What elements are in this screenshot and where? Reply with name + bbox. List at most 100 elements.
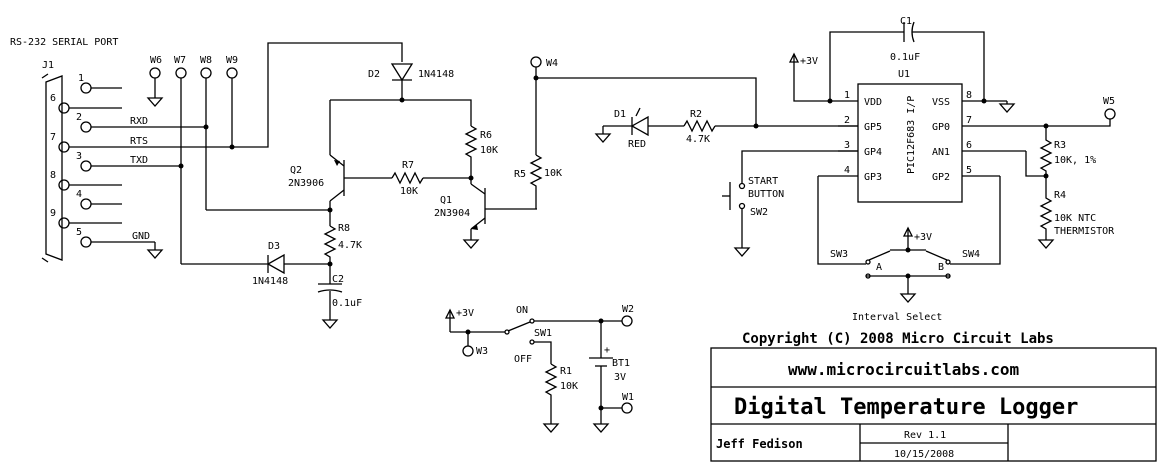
j1-pin-label: 2 (76, 112, 82, 123)
d2-rail (330, 99, 472, 126)
c1-left-wire (829, 31, 904, 101)
sw1-on-contact (529, 318, 535, 324)
sw4-contact (945, 259, 951, 265)
q2-collector (329, 189, 345, 202)
q1-emitter (470, 217, 486, 230)
rts-to-d2-wire (232, 42, 403, 148)
j1-pin-label: 4 (76, 189, 82, 200)
w5-label: W5 (1103, 96, 1115, 107)
u1-pin-name: GP4 (864, 147, 882, 158)
q1-value: 2N3904 (434, 208, 470, 219)
r8-resistor-icon (323, 225, 337, 264)
c2-value: 0.1uF (332, 298, 362, 309)
r6-ref: R6 (480, 130, 492, 141)
w8-testpoint-icon (200, 67, 212, 79)
d1-ref: D1 (614, 109, 626, 120)
rts-label: RTS (130, 136, 148, 147)
r5-value: 10K (544, 168, 562, 179)
ground-icon (146, 242, 164, 259)
c2-plate2-icon (317, 289, 343, 293)
r2-resistor-icon (683, 119, 716, 133)
ground-icon (321, 319, 339, 329)
plus3v-label: +3V (456, 308, 474, 319)
ground-icon (542, 423, 560, 433)
c2-ref: C2 (332, 274, 344, 285)
ground-icon (1037, 239, 1055, 249)
u1-pin-name: GP5 (864, 122, 882, 133)
u1-pin-num: 4 (844, 165, 850, 176)
ground-icon (899, 293, 917, 303)
q1-arrow-icon (471, 225, 478, 230)
sw2-ref: SW2 (750, 207, 768, 218)
w4-label: W4 (546, 58, 558, 69)
sw1-off-contact (529, 339, 535, 345)
r7-ref: R7 (402, 160, 414, 171)
d2-diode-icon (390, 63, 414, 82)
r2-value: 4.7K (686, 134, 710, 145)
u1-chip (857, 83, 963, 203)
r1-resistor-icon (544, 363, 558, 424)
r3-ref: R3 (1054, 140, 1066, 151)
bt1-value: 3V (614, 372, 626, 383)
gp3-wire (817, 176, 866, 265)
sw2-contact (738, 182, 746, 190)
sw1-ref: SW1 (534, 328, 552, 339)
c1-value: 0.1uF (890, 52, 920, 63)
sw1-on: ON (516, 305, 528, 316)
j1-pin-label: 8 (50, 170, 56, 181)
sw3-contact2 (865, 273, 871, 279)
gp2-wire (950, 176, 1001, 265)
r8-ref: R8 (338, 223, 350, 234)
j1-pins (58, 82, 122, 248)
u1-ref: U1 (898, 69, 910, 80)
r4-ref: R4 (1054, 190, 1066, 201)
w6-label: W6 (150, 55, 162, 66)
w4-to-gp5-wire (536, 77, 757, 126)
w6-testpoint-icon (149, 67, 161, 79)
w7-testpoint-icon (175, 67, 187, 79)
r3-resistor-icon (1039, 126, 1053, 176)
r5-resistor-icon (529, 154, 543, 209)
interval-select-label: Interval Select (852, 312, 942, 323)
ground-icon (733, 247, 751, 257)
w7-label: W7 (174, 55, 186, 66)
sw1-contact (504, 329, 510, 335)
an1-wire (1025, 151, 1046, 177)
sw1-lever (507, 321, 531, 332)
w3-label: W3 (476, 346, 488, 357)
j1-pin-label: 1 (78, 73, 84, 84)
vdd-wire (793, 54, 838, 102)
u1-pin-name: VDD (864, 97, 882, 108)
rxd-label: RXD (130, 116, 148, 127)
gnd-label: GND (132, 231, 150, 242)
d1-led-icon (630, 115, 649, 137)
w5-testpoint-icon (1104, 108, 1116, 120)
w4-testpoint-icon (530, 56, 542, 68)
r1-value: 10K (560, 381, 578, 392)
ground-icon (592, 423, 610, 433)
u1-pin-num: 7 (966, 115, 972, 126)
drawing-title: Digital Temperature Logger (734, 395, 1078, 420)
title-block-frame (710, 347, 1157, 462)
w3-testpoint-icon (462, 345, 474, 357)
junction-dot (178, 163, 184, 169)
w1-testpoint-icon (621, 402, 633, 414)
junction-dot (753, 123, 759, 129)
w8-label: W8 (200, 55, 212, 66)
sw3-lever (868, 250, 891, 261)
ground-icon (998, 101, 1016, 113)
u1-part: PIC12F683 I/P (906, 96, 917, 174)
u1-pin-num: 8 (966, 90, 972, 101)
w2-label: W2 (622, 304, 634, 315)
r6-value: 10K (480, 145, 498, 156)
u1-pin-name: GP2 (932, 172, 950, 183)
u1-pin-num: 2 (844, 115, 850, 126)
u1-pin-num: 3 (844, 140, 850, 151)
junction-dot (905, 247, 911, 253)
sw1-off-wire (534, 341, 552, 364)
c1-right-wire (912, 31, 985, 101)
q1-ref: Q1 (440, 195, 452, 206)
j1-pin-label: 7 (50, 132, 56, 143)
gp4-wire (741, 150, 858, 183)
j1-pin-label: 5 (76, 227, 82, 238)
